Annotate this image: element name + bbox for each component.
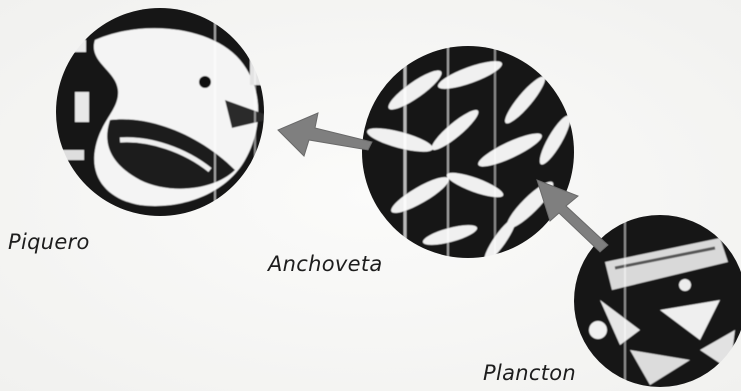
label-piquero: Piquero	[8, 230, 90, 254]
anchoveta-photo	[355, 40, 585, 265]
label-plancton: Plancton	[483, 361, 576, 385]
piquero-photo	[50, 5, 275, 220]
arrow-anchoveta-to-piquero	[278, 113, 372, 156]
label-anchoveta: Anchoveta	[268, 252, 383, 276]
